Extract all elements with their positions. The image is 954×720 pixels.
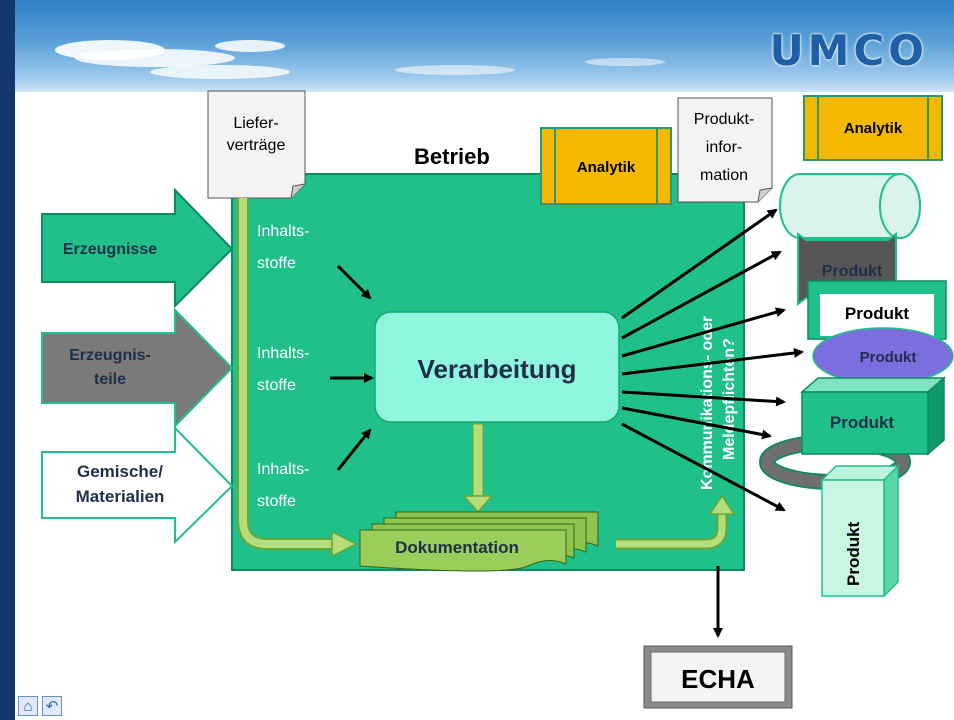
home-button[interactable]: ⌂	[18, 696, 38, 716]
dokumentation-stack: Dokumentation	[359, 511, 599, 572]
produkt-4-box: Produkt	[800, 376, 946, 456]
produkt-1-label: Produkt	[822, 263, 883, 280]
erzeugnisse-arrow: Erzeugnisse	[41, 187, 234, 309]
echa-box: ECHA	[643, 645, 793, 709]
produkt-3-ellipse: Produkt	[812, 327, 954, 385]
produkt-5-label: Produkt	[844, 521, 863, 586]
inhaltsstoffe-3-line-2: stoffe	[257, 493, 296, 510]
betrieb-title: Betrieb	[414, 144, 490, 169]
arrow-to-produkt-2	[621, 307, 786, 358]
arrow-to-ring	[621, 406, 772, 440]
produkt-2-label: Produkt	[845, 304, 910, 323]
gemische-label-1: Gemische/	[77, 462, 163, 481]
produktinfo-line-1: Produkt-	[694, 111, 754, 128]
produkt-5-tall-box: Produkt	[820, 464, 900, 598]
echa-label: ECHA	[681, 664, 755, 694]
inhaltsstoffe-2-line-1: Inhalts-	[257, 345, 309, 362]
gemische-label-2: Materialien	[76, 487, 165, 506]
analytik-label-2: Analytik	[844, 120, 903, 137]
analytik-box-products: Analytik	[803, 95, 943, 161]
inhaltsstoffe-2-line-2: stoffe	[257, 377, 296, 394]
verarbeitung-box	[374, 311, 620, 423]
clouds-decoration	[55, 40, 665, 79]
analytik-box-factory: Analytik	[540, 127, 672, 205]
inhaltsstoffe-group-1: Inhalts- stoffe	[257, 223, 309, 272]
produkt-3-label: Produkt	[860, 349, 917, 366]
gemische-arrow: Gemische/ Materialien	[41, 425, 234, 545]
umco-logo: UMCO	[769, 26, 928, 75]
produkt-4-label: Produkt	[830, 413, 895, 432]
erzeugnisse-label: Erzeugnisse	[63, 241, 157, 258]
liefervertraege-line-1: Liefer-	[233, 115, 278, 132]
arrow-to-produkt-5	[621, 422, 786, 512]
produktinfo-line-3: mation	[700, 167, 748, 184]
liefervertraege-flow-arrow	[237, 198, 358, 558]
dokumentation-label: Dokumentation	[395, 538, 519, 557]
analytik-label-1: Analytik	[577, 159, 636, 176]
liefervertraege-document: Liefer- verträge	[207, 90, 306, 199]
arrow-to-produkt-1	[621, 250, 782, 340]
return-button[interactable]: ↶	[42, 696, 62, 716]
produktinfo-line-2: infor-	[706, 139, 742, 156]
produktinformation-document: Produkt- infor- mation	[677, 97, 773, 203]
arrow-inhaltsstoffe-1	[336, 264, 372, 300]
inhaltsstoffe-group-2: Inhalts- stoffe	[257, 345, 309, 394]
liefervertraege-line-2: verträge	[227, 137, 286, 154]
inhaltsstoffe-3-line-1: Inhalts-	[257, 461, 309, 478]
home-icon: ⌂	[23, 697, 33, 715]
doku-to-kommunikation-arrow	[616, 494, 736, 550]
arrow-to-produkt-4	[621, 390, 786, 407]
cylinder-product	[779, 173, 921, 239]
return-icon: ↶	[45, 698, 59, 715]
inhaltsstoffe-1-line-2: stoffe	[257, 255, 296, 272]
erzeugnisteile-label-2: teile	[94, 371, 126, 388]
kommunikation-line-1: Kommunikations- oder	[699, 316, 716, 490]
arrow-to-cylinder	[621, 208, 778, 320]
arrow-inhaltsstoffe-3	[336, 428, 372, 471]
header-banner: UMCO	[15, 0, 954, 92]
sidebar-bar	[0, 0, 15, 720]
erzeugnisteile-arrow: Erzeugnis- teile	[41, 307, 234, 429]
verarbeitung-label: Verarbeitung	[418, 354, 577, 384]
verarbeitung-to-doku-arrow	[462, 423, 494, 514]
inhaltsstoffe-group-3: Inhalts- stoffe	[257, 461, 309, 510]
inhaltsstoffe-1-line-1: Inhalts-	[257, 223, 309, 240]
erzeugnisteile-label-1: Erzeugnis-	[69, 347, 151, 364]
arrow-to-produkt-3	[621, 348, 804, 376]
product-arrows	[621, 208, 804, 512]
